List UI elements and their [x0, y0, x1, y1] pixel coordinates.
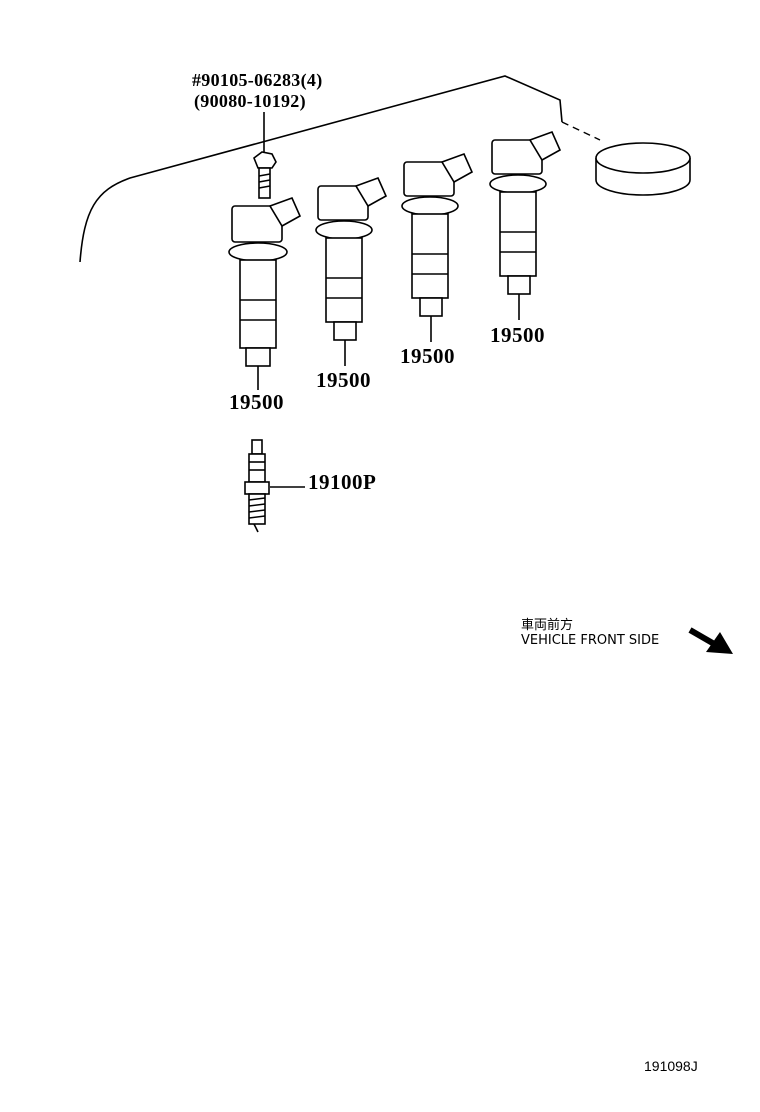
bolt-part-number: #90105-06283(4) — [192, 70, 323, 90]
ignition-coil-3 — [401, 152, 474, 342]
bolt — [253, 112, 277, 199]
figure-code: 191098J — [644, 1058, 698, 1074]
spark-plug-part-number: 19100P — [308, 470, 377, 494]
coil-1-part-number: 19500 — [229, 390, 284, 414]
engine-cover-outline — [79, 75, 563, 263]
front-side-label-jp: 車両前方 — [521, 618, 574, 633]
front-direction-arrow — [688, 627, 733, 654]
bolt-alt-part-number: (90080-10192) — [194, 91, 306, 111]
ignition-coil-2 — [315, 176, 388, 366]
coil-4-part-number: 19500 — [490, 323, 545, 347]
spark-plug — [244, 439, 305, 533]
coil-2-part-number: 19500 — [316, 368, 371, 392]
coil-3-part-number: 19500 — [400, 344, 455, 368]
front-side-label-en: VEHICLE FRONT SIDE — [521, 633, 660, 648]
engine-cover-dashed-edge — [561, 121, 601, 141]
oil-filler-cap — [595, 142, 691, 196]
ignition-coil-1 — [228, 196, 302, 390]
ignition-coil-4 — [489, 130, 562, 320]
